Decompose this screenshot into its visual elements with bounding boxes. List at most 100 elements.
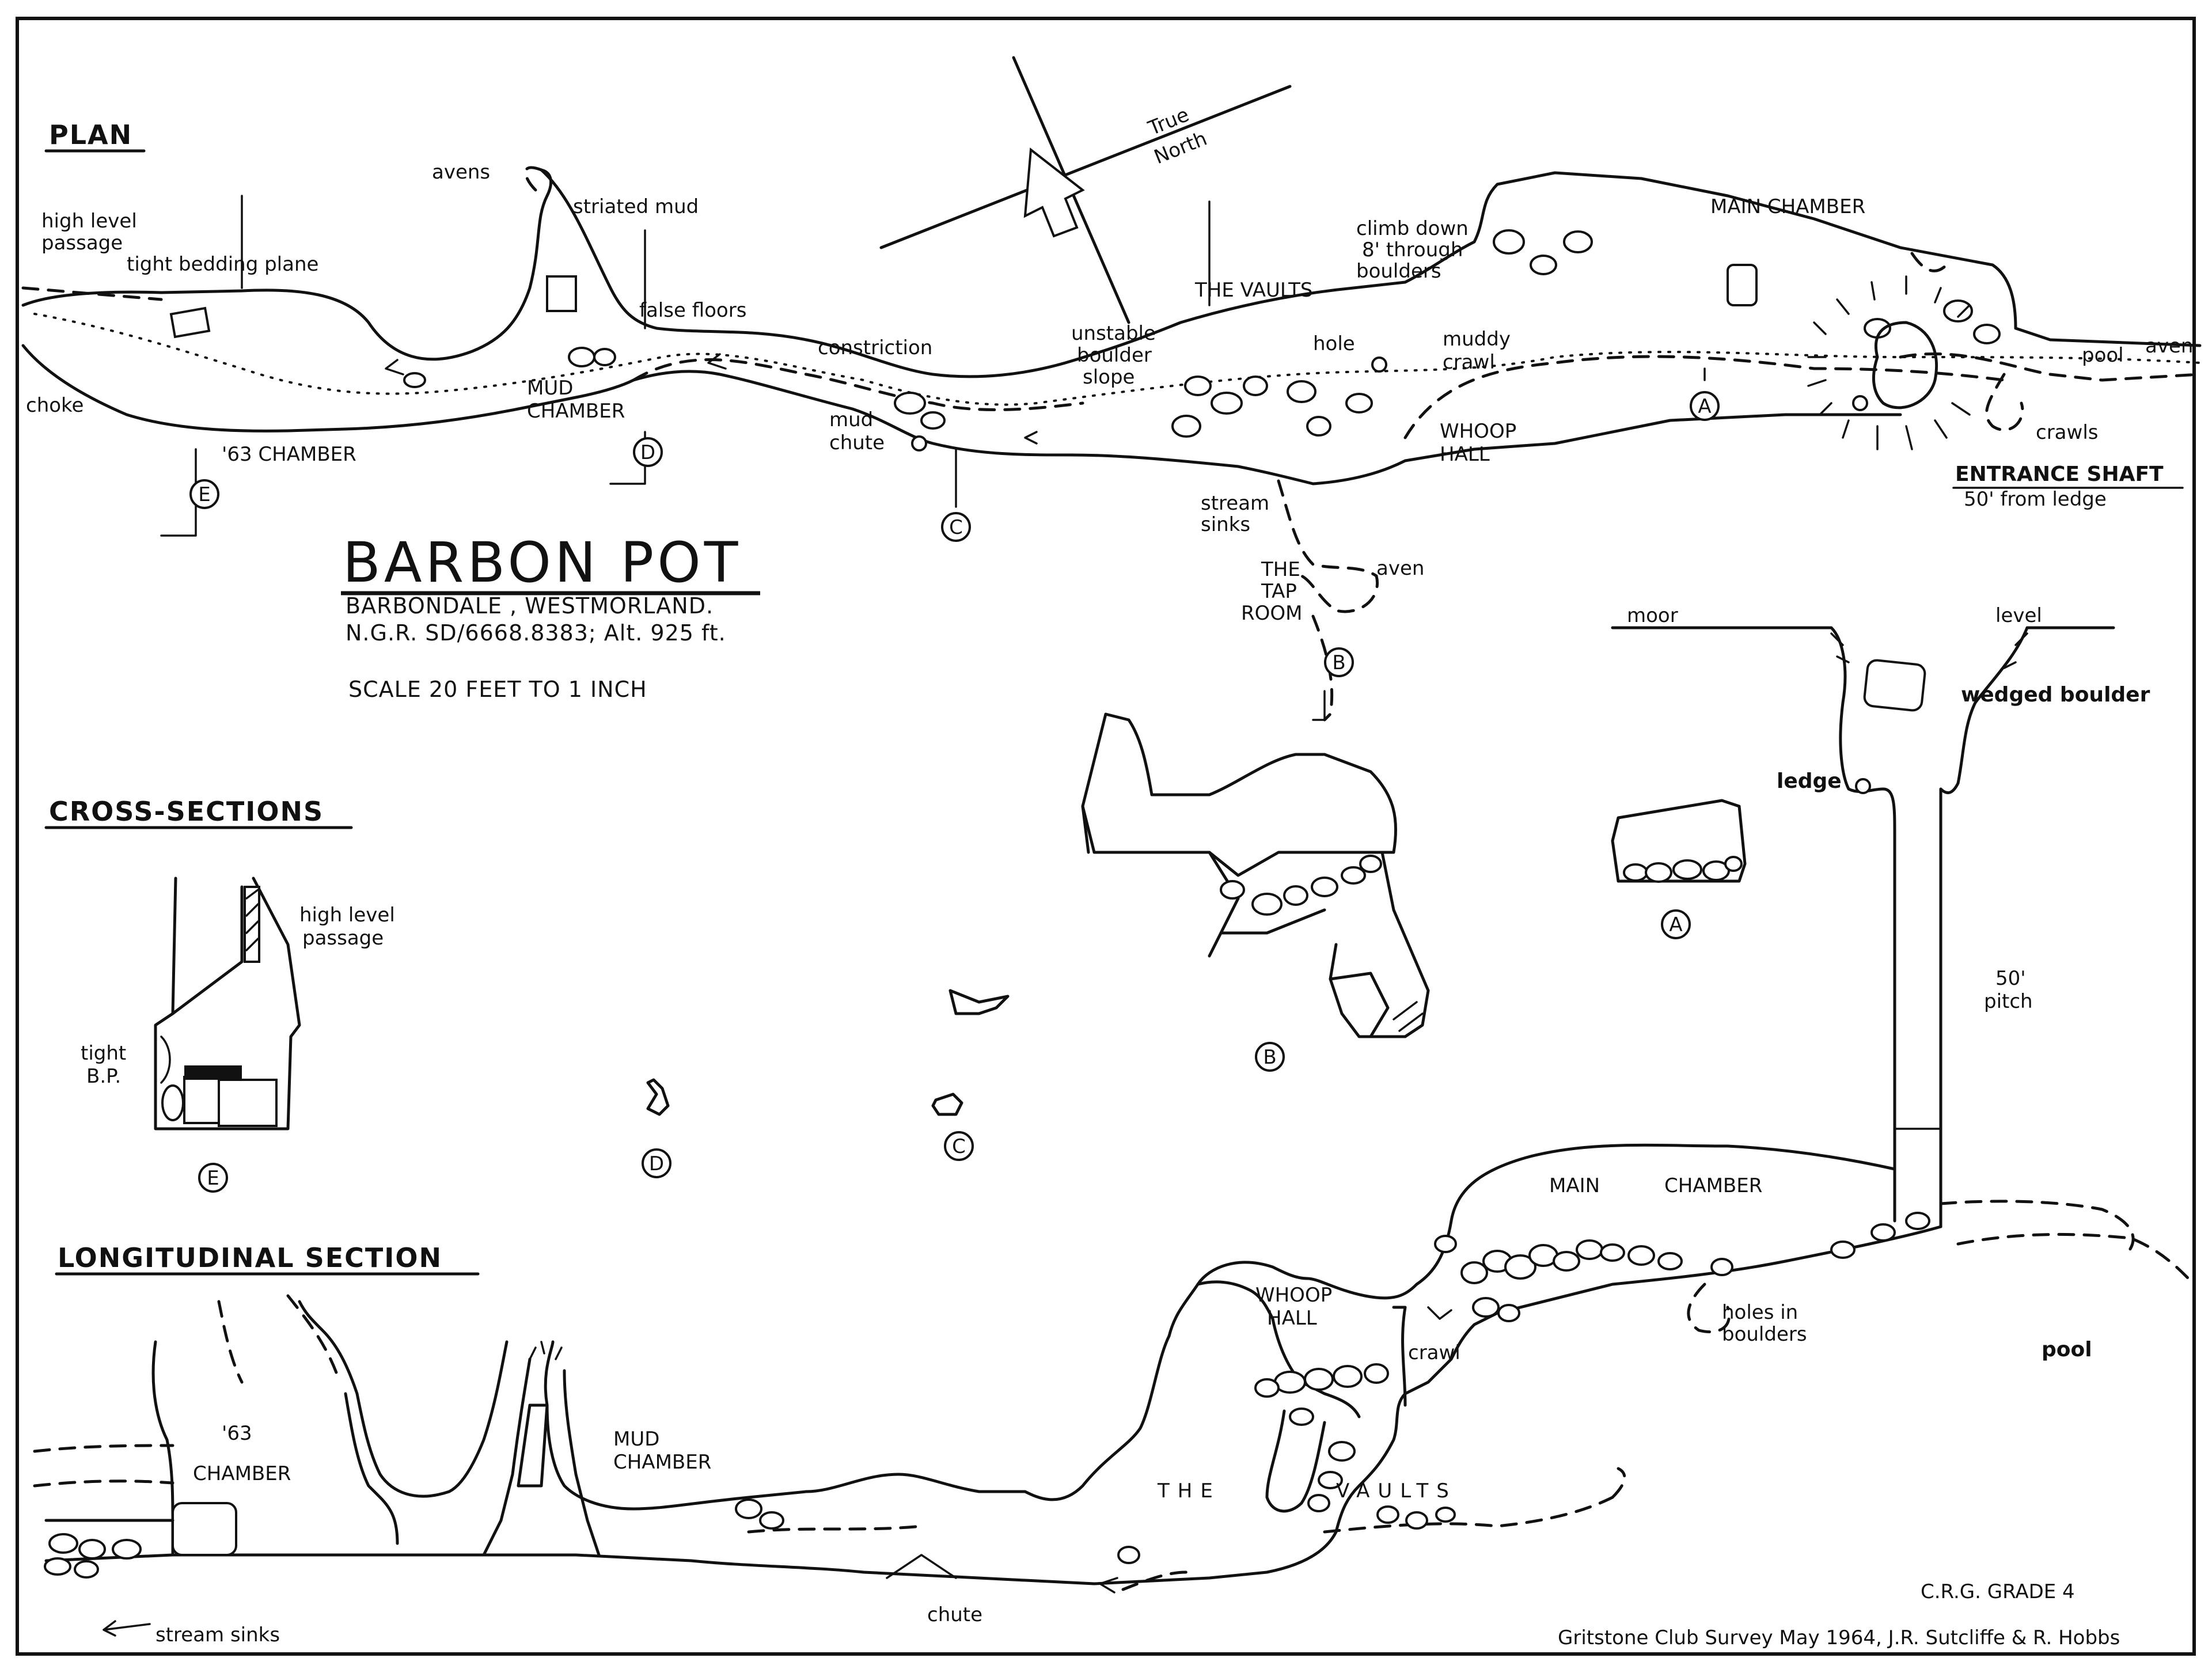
cross-marker-b: B <box>1255 1042 1285 1072</box>
shaft-pitch-label-2: pitch <box>1984 990 2033 1013</box>
shaft-wedged-boulder-label: wedged boulder <box>1961 683 2150 707</box>
svg-text:E: E <box>207 1167 219 1190</box>
plan-vaults-label: THE VAULTS <box>1194 279 1312 302</box>
long-stream-sinks-label: stream sinks <box>155 1623 280 1647</box>
cross-marker-e: E <box>198 1163 228 1193</box>
svg-text:B: B <box>1263 1046 1276 1069</box>
plan-boulders <box>169 229 2001 452</box>
svg-text:C: C <box>949 516 963 539</box>
plan-hole-label: hole <box>1313 332 1355 355</box>
plan-climb-label-3: boulders <box>1356 260 1441 283</box>
plan-striated-mud-label: striated mud <box>573 195 699 218</box>
cross-section-b <box>1081 712 1430 1038</box>
plan-lower-wall <box>21 344 1902 485</box>
section-marker-b: B <box>1324 647 1354 677</box>
plan-tap-label-1: THE <box>1261 558 1300 581</box>
svg-text:E: E <box>198 483 210 506</box>
cross-tight-label-2: B.P. <box>86 1065 121 1088</box>
plan-high-level-label-2: passage <box>41 232 123 255</box>
long-63-chamber-label-1: '63 <box>222 1422 252 1445</box>
cross-section-e <box>154 877 301 1130</box>
long-mud-chamber-label-1: MUD <box>613 1428 659 1451</box>
cross-section-a <box>1611 799 1747 883</box>
svg-text:B: B <box>1332 651 1345 674</box>
plan-mud-chamber-label-1: MUD <box>527 377 573 400</box>
section-marker-d: D <box>633 437 663 467</box>
plan-entrance-sub-label: 50' from ledge <box>1964 488 2107 511</box>
plan-upper-wall <box>21 168 2202 378</box>
longitudinal-section <box>33 1143 2190 1637</box>
long-boulders <box>44 1212 1930 1579</box>
survey-title: BARBON POT <box>343 530 741 595</box>
shaft-pitch-label-1: 50' <box>1995 967 2026 990</box>
plan-heading: PLAN <box>49 119 132 150</box>
cross-section-c <box>931 1092 963 1116</box>
plan-whoop-hall-label-2: HALL <box>1440 443 1490 466</box>
section-marker-c: C <box>941 512 971 542</box>
plan-tap-label-2: TAP <box>1261 580 1297 603</box>
long-crawl-label: crawl <box>1408 1341 1460 1364</box>
plan-mud-chamber-label-2: CHAMBER <box>527 400 625 423</box>
plan-constriction-label: constriction <box>818 336 932 359</box>
plan-climb-label-2: 8' through <box>1362 238 1463 261</box>
plan-tight-bedding-label: tight bedding plane <box>127 253 318 276</box>
survey-ngr: N.G.R. SD/6668.8383; Alt. 925 ft. <box>346 620 726 646</box>
survey-location: BARBONDALE , WESTMORLAND. <box>346 593 714 619</box>
svg-text:C: C <box>952 1135 966 1158</box>
plan-muddy-crawl-label-2: crawl <box>1443 351 1495 374</box>
plan-unstable-label-3: slope <box>1083 366 1135 389</box>
shaft-moor-label: moor <box>1627 604 1678 627</box>
section-marker-a: A <box>1690 391 1720 421</box>
plan-mud-chute-label-1: mud <box>829 408 873 431</box>
plan-whoop-hall-label-1: WHOOP <box>1440 420 1516 443</box>
plan-mud-chute-label-2: chute <box>829 431 885 454</box>
plan-aven-label: aven <box>2145 335 2193 358</box>
plan-avens-label: avens <box>432 161 490 184</box>
cross-high-level-label-1: high level <box>299 904 395 927</box>
long-pool-label: pool <box>2042 1338 2092 1361</box>
plan-false-floors-label: false floors <box>639 299 746 322</box>
long-chute-label: chute <box>927 1603 982 1626</box>
long-floor <box>44 1225 1942 1585</box>
entrance-shaft-elevation <box>1611 626 2115 1228</box>
long-roof <box>298 1143 1896 1511</box>
cross-marker-a: A <box>1661 909 1691 939</box>
survey-grade: C.R.G. GRADE 4 <box>1921 1580 2075 1603</box>
cross-high-level-label-2: passage <box>302 927 384 950</box>
long-mud-chamber-label-2: CHAMBER <box>613 1451 711 1474</box>
cross-tight-label-1: tight <box>81 1042 126 1065</box>
plan-pool-label: pool <box>2082 344 2124 367</box>
entrance-shaft-plan <box>1807 275 1971 450</box>
long-main-chamber-label-2: CHAMBER <box>1664 1174 1762 1197</box>
long-63-chamber-label-2: CHAMBER <box>193 1462 291 1485</box>
cross-marker-c: C <box>944 1131 974 1161</box>
long-vaults-label-2: VAULTS <box>1336 1479 1457 1503</box>
plan-63-chamber-label: '63 CHAMBER <box>222 443 356 466</box>
plan-view <box>21 166 2202 722</box>
sheet-border <box>16 17 2196 1656</box>
cross-section-c-upper <box>948 989 1010 1015</box>
long-main-chamber-label-1: MAIN <box>1549 1174 1600 1197</box>
longitudinal-heading: LONGITUDINAL SECTION <box>58 1242 442 1273</box>
cross-marker-d: D <box>642 1148 671 1178</box>
long-whoop-hall-label-2: HALL <box>1267 1307 1317 1330</box>
long-whoop-hall-label-1: WHOOP <box>1255 1284 1332 1307</box>
cross-section-d <box>646 1078 670 1116</box>
plan-tap-label-3: ROOM <box>1241 602 1302 625</box>
plan-stream-label-1: stream <box>1201 492 1269 515</box>
plan-choke-label: choke <box>26 394 84 417</box>
shaft-level-label: level <box>1995 604 2042 627</box>
plan-stream-label-2: sinks <box>1201 513 1250 536</box>
long-holes-label-2: boulders <box>1722 1323 1807 1346</box>
plan-climb-label-1: climb down <box>1356 217 1469 240</box>
plan-high-level-label-1: high level <box>41 210 137 233</box>
long-vaults-label-1: THE <box>1157 1479 1221 1503</box>
plan-muddy-crawl-label-1: muddy <box>1443 328 1511 351</box>
cross-sections-heading: CROSS-SECTIONS <box>49 796 324 827</box>
plan-crawls-label: crawls <box>2036 421 2098 444</box>
svg-text:D: D <box>649 1152 664 1175</box>
svg-text:A: A <box>1669 913 1682 936</box>
section-marker-e: E <box>189 479 219 509</box>
